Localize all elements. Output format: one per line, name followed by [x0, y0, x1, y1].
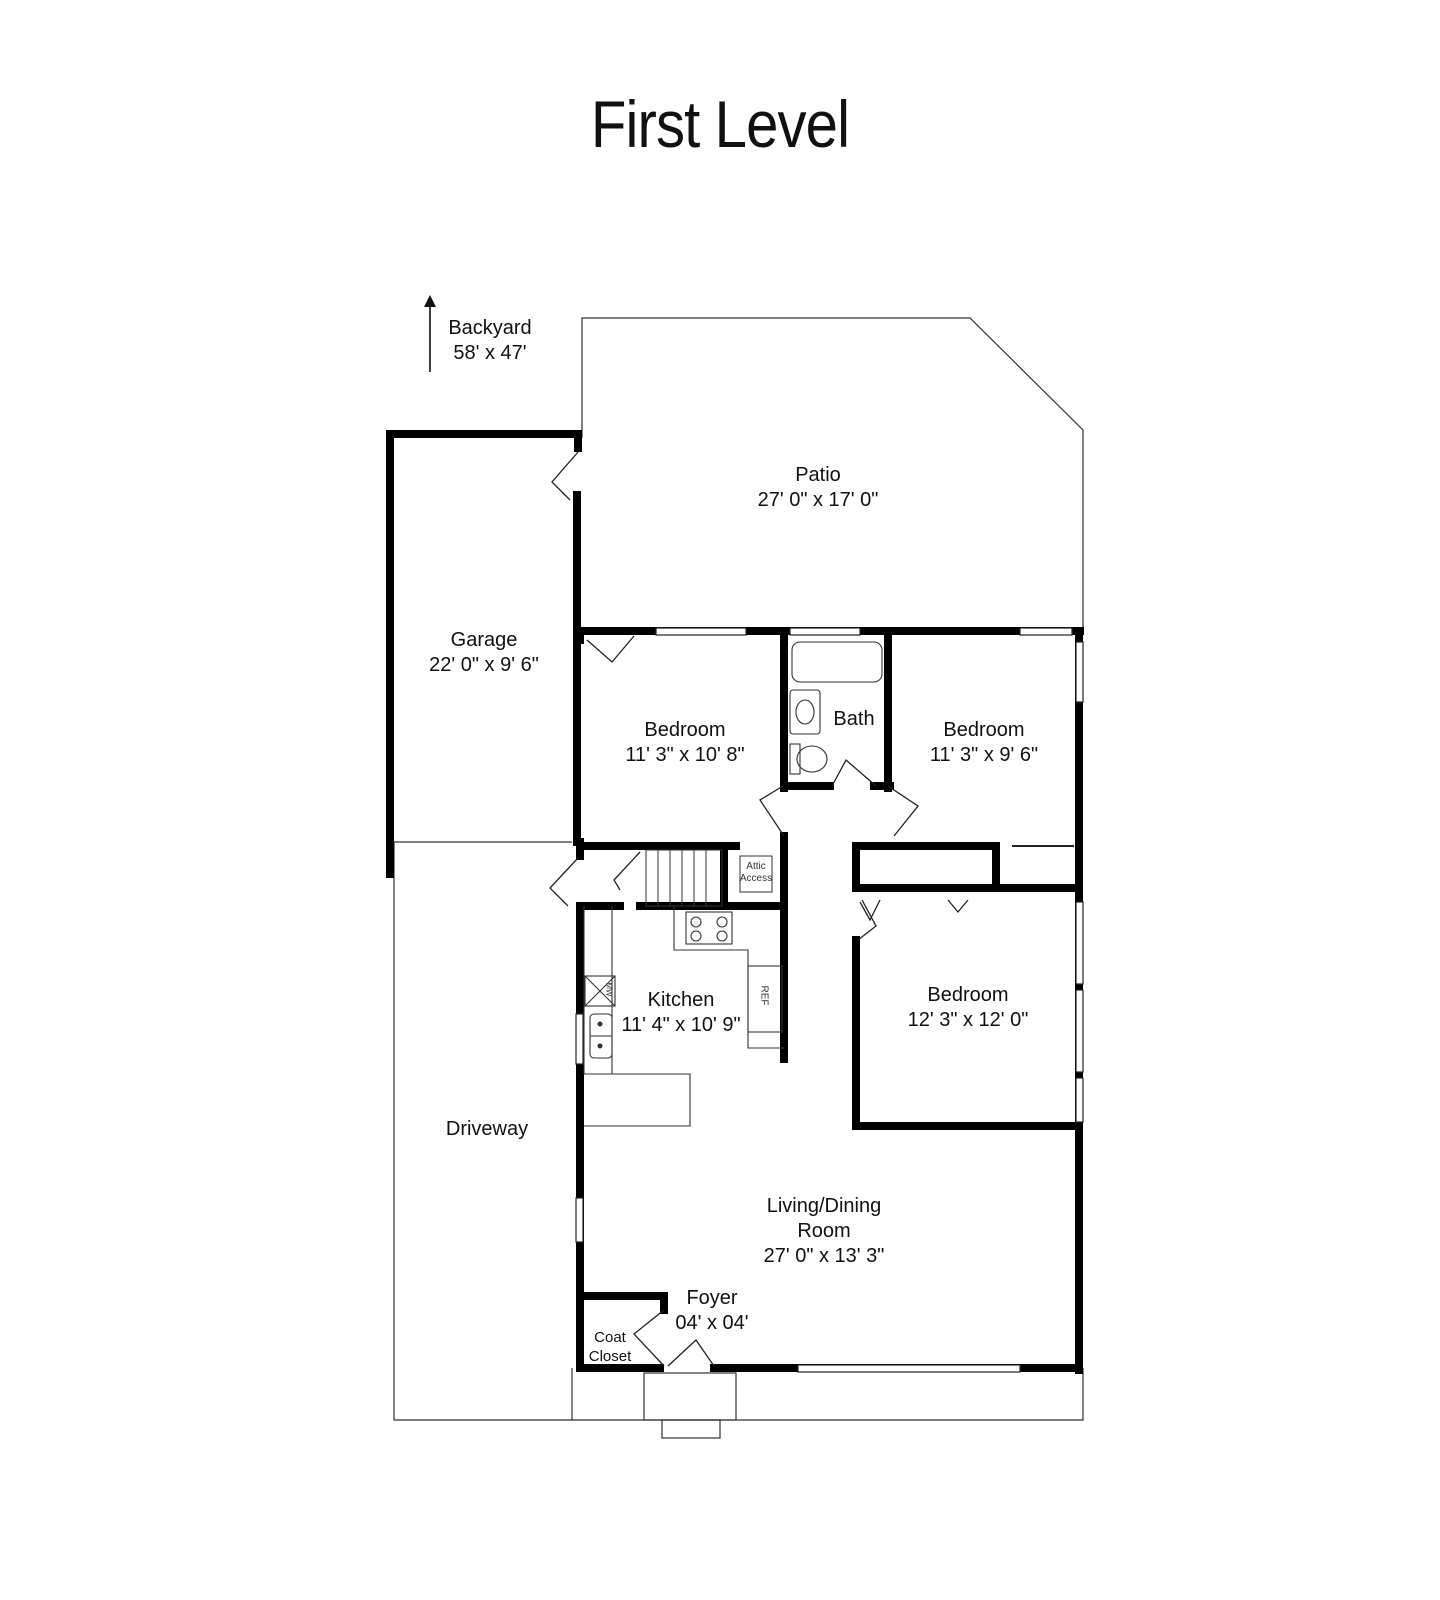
bedroom-b-dims: 11' 3" x 9' 6" [929, 744, 1039, 766]
front-porch [643, 1372, 737, 1421]
walls [386, 430, 1084, 1374]
foyer-label: Foyer 04' x 04' [675, 1286, 748, 1336]
stairs [645, 849, 723, 907]
backyard-name: Backyard [448, 317, 532, 339]
coat-closet-line2: Closet [588, 1348, 632, 1365]
bedroom-a-name: Bedroom [644, 719, 726, 741]
front-step [661, 1419, 721, 1439]
garage-name: Garage [450, 629, 518, 651]
outdoor-outlines [393, 317, 1084, 1439]
attic-access-label: Attic Access [740, 861, 772, 885]
microwave [584, 975, 616, 1007]
bedroom-c-label: Bedroom 12' 3" x 12' 0" [908, 983, 1029, 1033]
page-title: First Level [590, 87, 850, 161]
microwave-label: MW [604, 982, 614, 997]
driveway-name: Driveway [445, 1118, 529, 1140]
attic-line1: Attic [746, 861, 766, 872]
kitchen-counters [583, 906, 784, 1127]
bedroom-a-dims: 11' 3" x 10' 8" [625, 744, 745, 766]
kitchen-name: Kitchen [647, 989, 715, 1011]
bedroom-b-label: Bedroom 11' 3" x 9' 6" [930, 718, 1038, 768]
doors [549, 451, 1074, 1367]
driveway-label: Driveway [446, 1117, 528, 1142]
refrigerator [747, 965, 783, 1033]
range-stove [685, 911, 733, 945]
attic-access-hatch [739, 855, 773, 893]
backyard-dims: 58' x 47' [453, 342, 527, 364]
refrigerator-label: REF [758, 985, 770, 1006]
backyard-label: Backyard 58' x 47' [448, 316, 531, 366]
coat-closet-label: Coat Closet [589, 1328, 632, 1366]
coat-closet-line1: Coat [594, 1329, 626, 1346]
bath-label: Bath [833, 707, 874, 732]
bath-fixtures [789, 641, 883, 775]
toilet [796, 745, 828, 773]
bedroom-c-dims: 12' 3" x 12' 0" [907, 1009, 1029, 1031]
kitchen-label: Kitchen 11' 4" x 10' 9" [621, 988, 740, 1038]
patio-outline [581, 317, 1084, 630]
backyard-arrow [424, 295, 436, 372]
living-name-line1: Living/Dining [766, 1195, 882, 1217]
garage-label: Garage 22' 0" x 9' 6" [429, 628, 539, 678]
attic-line2: Access [739, 873, 773, 884]
bedroom-b-name: Bedroom [943, 719, 1025, 741]
bedroom-a-label: Bedroom 11' 3" x 10' 8" [625, 718, 744, 768]
windows [575, 627, 1084, 1373]
foyer-name: Foyer [686, 1287, 738, 1309]
garage-wall [386, 430, 578, 878]
foyer-dims: 04' x 04' [675, 1312, 749, 1334]
kitchen-dims: 11' 4" x 10' 9" [621, 1014, 741, 1036]
bedroom-c-name: Bedroom [927, 984, 1009, 1006]
bathtub [791, 641, 883, 683]
living-dims: 27' 0" x 13' 3" [763, 1245, 885, 1267]
bath-name: Bath [833, 708, 875, 730]
living-room-label: Living/Dining Room 27' 0" x 13' 3" [764, 1194, 885, 1269]
living-name-line2: Room [797, 1220, 851, 1242]
patio-name: Patio [795, 464, 841, 486]
garage-dims: 22' 0" x 9' 6" [429, 654, 539, 676]
patio-dims: 27' 0" x 17' 0" [757, 489, 879, 511]
patio-label: Patio 27' 0" x 17' 0" [758, 463, 879, 513]
bath-sink [789, 689, 821, 735]
driveway-outline [393, 842, 1084, 1421]
